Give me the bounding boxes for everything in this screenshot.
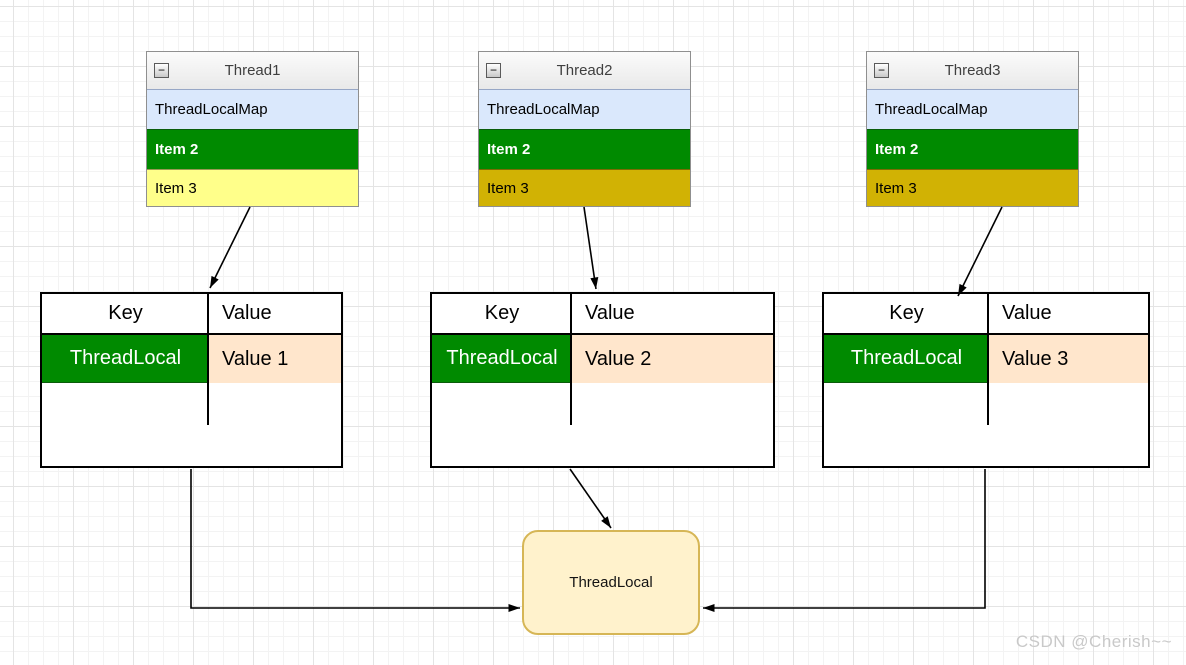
arrow-table2-to-threadlocal [569,468,612,529]
threadlocal-key-cell: ThreadLocal [42,335,209,383]
item3-row[interactable]: Item 3 [147,169,358,206]
threadlocal-node[interactable]: ThreadLocal [522,530,700,635]
item2-row[interactable]: Item 2 [867,129,1078,169]
threadlocal-key-cell: ThreadLocal [824,335,989,383]
threadlocalmap-row[interactable]: ThreadLocalMap [867,89,1078,129]
arrow-thread1-to-table1 [209,206,251,289]
key-header: Key [889,302,924,324]
collapse-minus-icon[interactable]: − [486,63,501,78]
thread-title: Thread1 [224,62,281,79]
arrow-table1-to-threadlocal [190,469,520,612]
key-header: Key [484,302,520,324]
item2-row[interactable]: Item 2 [147,129,358,169]
thread-title: Thread3 [944,62,1001,79]
value-header: Value [222,302,272,324]
collapse-minus-icon[interactable]: − [154,63,169,78]
item2-row[interactable]: Item 2 [479,129,690,169]
value-header: Value [585,302,635,324]
item3-row[interactable]: Item 3 [479,169,690,206]
thread1-node[interactable]: − Thread1 ThreadLocalMap Item 2 Item 3 [146,51,359,207]
keyvalue-table-3[interactable]: Key Value ThreadLocal Value 3 [822,292,1150,468]
threadlocal-key-cell: ThreadLocal [432,335,572,383]
item3-row[interactable]: Item 3 [867,169,1078,206]
column-divider [570,294,572,425]
thread2-node[interactable]: − Thread2 ThreadLocalMap Item 2 Item 3 [478,51,691,207]
thread-title: Thread2 [556,62,613,79]
key-header: Key [108,302,143,324]
keyvalue-table-1[interactable]: Key Value ThreadLocal Value 1 [40,292,343,468]
value-header: Value [1002,302,1052,324]
threadlocalmap-row[interactable]: ThreadLocalMap [479,89,690,129]
thread3-node[interactable]: − Thread3 ThreadLocalMap Item 2 Item 3 [866,51,1079,207]
threadlocalmap-row[interactable]: ThreadLocalMap [147,89,358,129]
value-cell: Value 3 [989,335,1148,383]
value-cell: Value 2 [572,335,773,383]
value-cell: Value 1 [209,335,341,383]
arrow-thread3-to-table3 [957,206,1003,297]
watermark: CSDN @Cherish~~ [1015,632,1172,651]
arrow-table3-to-threadlocal [703,469,986,612]
keyvalue-table-2[interactable]: Key Value ThreadLocal Value 2 [430,292,775,468]
thread3-title-bar: − Thread3 [867,52,1078,89]
collapse-minus-icon[interactable]: − [874,63,889,78]
thread2-title-bar: − Thread2 [479,52,690,89]
column-divider [207,294,209,425]
thread1-title-bar: − Thread1 [147,52,358,89]
column-divider [987,294,989,425]
arrow-thread2-to-table2 [583,206,599,290]
